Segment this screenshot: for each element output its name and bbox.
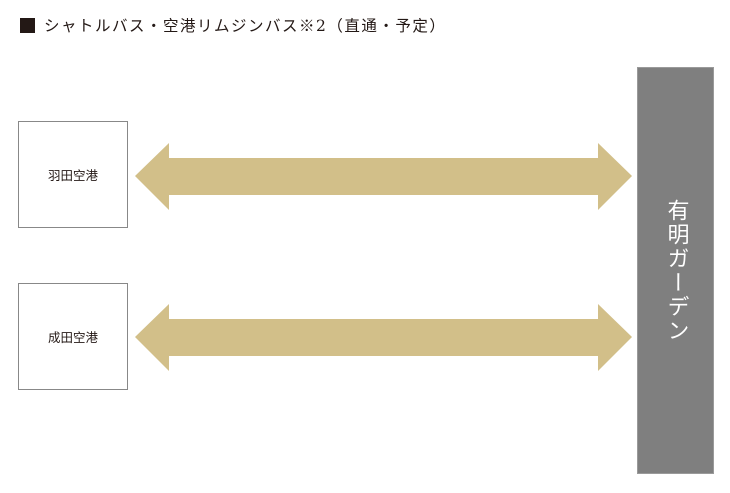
title-text: シャトルバス・空港リムジンバス※2（直通・予定） — [44, 17, 447, 35]
origin-label: 羽田空港 — [47, 168, 98, 183]
origin-narita-airport: 成田空港 — [18, 283, 128, 390]
destination-ariake-garden: 有明ガーデン — [637, 67, 714, 474]
origin-label: 成田空港 — [47, 330, 98, 345]
arrow-haneda-ariake — [135, 143, 632, 210]
diagram-title: シャトルバス・空港リムジンバス※2（直通・予定） — [20, 14, 446, 36]
square-bullet-icon — [20, 17, 35, 33]
origin-haneda-airport: 羽田空港 — [18, 121, 128, 228]
arrow-narita-ariake — [135, 304, 632, 371]
destination-label: 有明ガーデン — [663, 198, 689, 343]
